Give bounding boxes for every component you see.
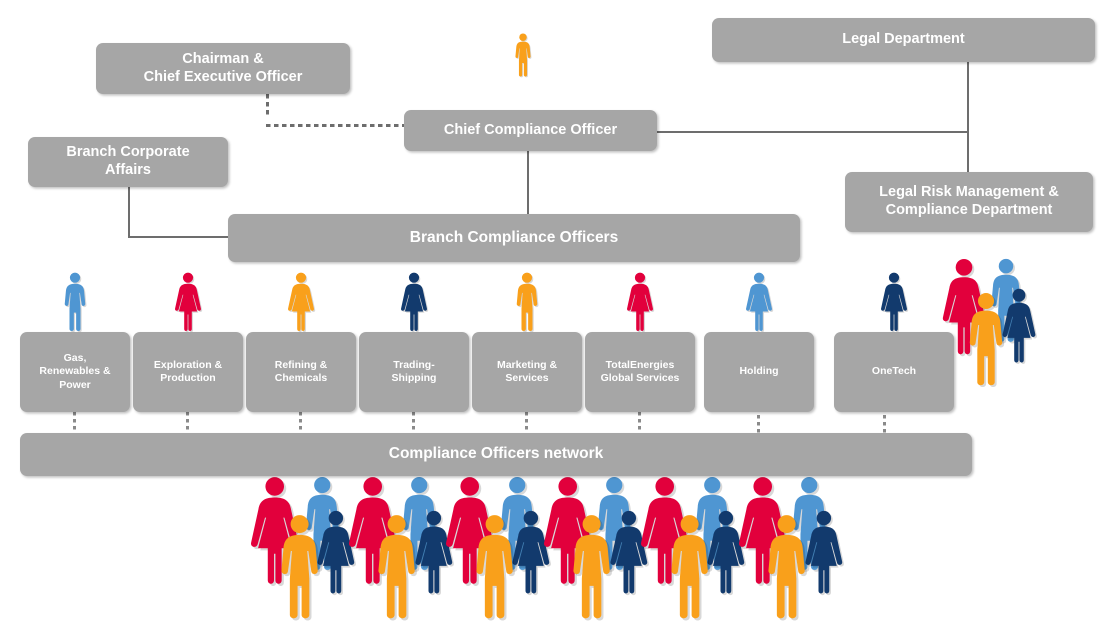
branch-box-label-line: Gas, <box>63 352 87 365</box>
person-female-icon <box>602 510 656 602</box>
node-legal-risk-line2: Compliance Department <box>885 202 1053 218</box>
connector-bca-horizontal <box>128 236 232 238</box>
person-female-icon <box>533 476 602 595</box>
person-female-icon <box>395 272 433 337</box>
branch-box-label-line: Refining & <box>274 358 328 371</box>
person-female-icon <box>740 272 778 337</box>
person-female-icon <box>728 476 797 595</box>
node-branch-corporate-affairs-line1: Branch Corporate <box>66 144 190 161</box>
connector-cco-to-legal <box>657 131 968 133</box>
person-female-icon <box>995 288 1043 371</box>
person-female-icon <box>875 272 913 337</box>
branch-box-refining-chemicals[interactable]: Refining &Chemicals <box>246 332 356 412</box>
connector-branch-to-network-5 <box>525 412 528 433</box>
node-legal-department-label: Legal Department <box>842 31 965 48</box>
branch-box-label-line: Chemicals <box>274 372 328 384</box>
node-compliance-officers-network[interactable]: Compliance Officers network <box>20 433 972 476</box>
person-female-icon <box>933 258 995 365</box>
connector-branch-to-network-2 <box>186 412 189 433</box>
branch-box-label-line: Trading- <box>393 358 435 371</box>
node-chairman-line1: Chairman & <box>182 50 264 67</box>
branch-box-label-line: Power <box>59 378 91 391</box>
person-female-icon <box>282 272 320 337</box>
branch-box-label-line: TotalEnergies <box>605 358 675 371</box>
person-female-icon <box>621 272 659 337</box>
person-male-icon <box>461 514 528 630</box>
connector-chairman-stub <box>266 94 269 116</box>
branch-box-label-line: Exploration & <box>153 358 223 371</box>
connector-branch-to-network-7 <box>757 415 760 437</box>
branch-box-label-line: Holding <box>739 365 779 378</box>
connector-branch-to-network-6 <box>638 412 641 433</box>
person-male-icon <box>509 33 537 81</box>
branch-box-label-line: Production <box>160 372 216 384</box>
person-female-icon <box>240 476 309 595</box>
connector-branch-to-network-1 <box>73 412 76 433</box>
person-male-icon <box>266 514 333 630</box>
node-chief-compliance-officer[interactable]: Chief Compliance Officer <box>404 110 657 151</box>
connector-cco-to-branch-officers <box>527 150 529 214</box>
node-compliance-officers-network-label: Compliance Officers network <box>388 445 604 463</box>
person-male-icon <box>753 514 820 630</box>
branch-box-label-line: Global Services <box>600 372 680 384</box>
branch-box-marketing-services[interactable]: Marketing &Services <box>472 332 582 412</box>
node-chairman-line2: Chief Executive Officer <box>143 68 303 85</box>
person-female-icon <box>435 476 504 595</box>
node-branch-compliance-officers-label: Branch Compliance Officers <box>409 228 619 246</box>
branch-box-holding[interactable]: Holding <box>704 332 814 412</box>
person-female-icon <box>504 510 558 602</box>
node-legal-department[interactable]: Legal Department <box>712 18 1095 62</box>
branch-box-gas-renewables-power[interactable]: Gas,Renewables &Power <box>20 332 130 412</box>
person-female-icon <box>338 476 407 595</box>
node-branch-corporate-affairs[interactable]: Branch Corporate Affairs <box>28 137 228 187</box>
branch-box-label-line: Renewables & <box>39 365 111 378</box>
branch-box-onetech[interactable]: OneTech <box>834 332 954 412</box>
person-female-icon <box>630 476 699 595</box>
node-legal-risk-management[interactable]: Legal Risk Management & Compliance Depar… <box>845 172 1093 232</box>
person-male-icon <box>56 272 94 337</box>
person-male-icon <box>656 514 723 630</box>
branch-box-trading-shipping[interactable]: Trading-Shipping <box>359 332 469 412</box>
node-legal-risk-line1: Legal Risk Management & <box>879 184 1059 201</box>
person-male-icon <box>508 272 546 337</box>
branch-box-label-line: Services <box>505 372 549 384</box>
connector-branch-to-network-3 <box>299 412 302 433</box>
connector-bca-vertical <box>128 187 130 237</box>
connector-branch-to-network-4 <box>412 412 415 433</box>
branch-box-exploration-production[interactable]: Exploration &Production <box>133 332 243 412</box>
person-male-icon <box>558 514 625 630</box>
node-branch-compliance-officers[interactable]: Branch Compliance Officers <box>228 214 800 262</box>
person-female-icon <box>407 510 461 602</box>
person-female-icon <box>169 272 207 337</box>
node-branch-corporate-affairs-line2: Affairs <box>105 162 151 178</box>
person-female-icon <box>309 510 363 602</box>
connector-branch-to-network-8 <box>883 415 886 441</box>
person-female-icon <box>797 510 851 602</box>
person-male-icon <box>363 514 430 630</box>
connector-legal-to-legal-risk <box>967 62 969 172</box>
connector-chairman-to-cco <box>266 124 404 127</box>
branch-box-label-line: Shipping <box>391 372 437 384</box>
person-female-icon <box>699 510 753 602</box>
branch-box-label-line: OneTech <box>871 365 917 378</box>
node-chairman[interactable]: Chairman & Chief Executive Officer <box>96 43 350 94</box>
branch-box-label-line: Marketing & <box>496 358 558 371</box>
node-chief-compliance-officer-label: Chief Compliance Officer <box>443 121 618 138</box>
person-male-icon <box>956 292 1016 395</box>
